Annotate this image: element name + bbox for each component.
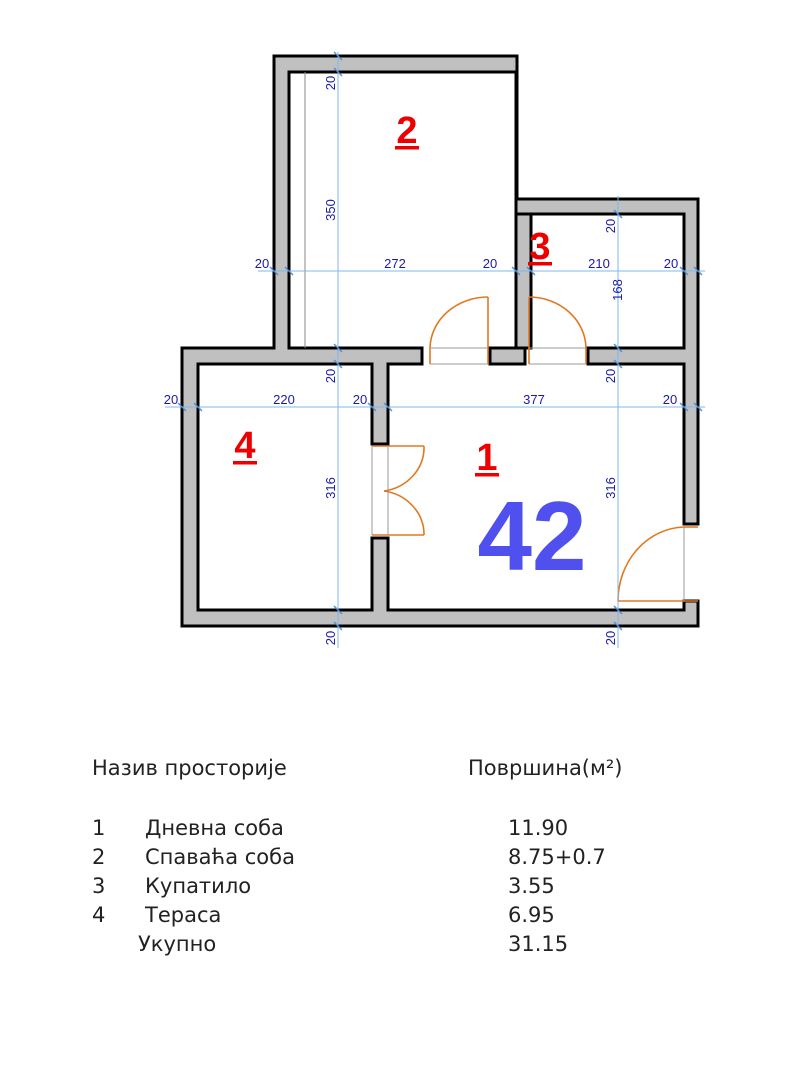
room-number: 2 xyxy=(92,845,106,869)
header-area: Површина(м²) xyxy=(468,756,623,780)
header-room-name: Назив просторије xyxy=(92,756,287,780)
dimension-lines xyxy=(165,52,705,648)
dim-room3-height: 168 xyxy=(610,279,625,301)
dimension-labels: 20 350 20 272 20 210 20 20 168 20 20 20 … xyxy=(164,76,678,645)
room-area: 8.75+0.7 xyxy=(508,845,606,869)
dim-room4-width: 220 xyxy=(273,392,295,407)
door-room-2 xyxy=(429,296,489,365)
room-area: 3.55 xyxy=(508,874,555,898)
room-label-4: 4 xyxy=(234,425,255,467)
walls xyxy=(180,54,700,628)
door-entrance xyxy=(617,526,698,602)
room-name: Тераса xyxy=(145,903,222,927)
room-label-2: 2 xyxy=(396,110,417,152)
dimension-ticks xyxy=(177,51,703,631)
floor-plan: 20 350 20 272 20 210 20 20 168 20 20 20 … xyxy=(164,51,705,648)
room-label-2-underline xyxy=(395,146,419,150)
room-label-1-underline xyxy=(475,473,499,477)
dim-room1-height: 316 xyxy=(603,477,618,499)
dim-row1-left-wall: 20 xyxy=(255,256,269,271)
doors xyxy=(371,296,698,602)
dim-row1-right-wall: 20 xyxy=(664,256,678,271)
room-label-1: 1 xyxy=(476,437,497,479)
total-area: 31.15 xyxy=(508,932,569,956)
dim-room4-height: 316 xyxy=(323,477,338,499)
room-number: 4 xyxy=(92,903,106,927)
dim-row1-mid-wall: 20 xyxy=(483,256,497,271)
room-area: 6.95 xyxy=(508,903,555,927)
room-area: 11.90 xyxy=(508,816,569,840)
dim-room3-width: 210 xyxy=(588,256,610,271)
room-number: 1 xyxy=(92,816,106,840)
dim-room3-top-wall: 20 xyxy=(603,219,618,233)
room-label-3-underline xyxy=(528,262,552,266)
unit-number: 42 xyxy=(477,481,586,591)
dim-room2-height: 350 xyxy=(323,199,338,221)
room-name: Купатило xyxy=(145,874,252,898)
dim-room1-width: 377 xyxy=(523,392,545,407)
dim-row2-right-wall: 20 xyxy=(663,392,677,407)
total-label: Укупно xyxy=(138,932,217,956)
dim-bottom-wall-right: 20 xyxy=(603,631,618,645)
door-room-3 xyxy=(528,296,587,365)
dim-room2-width: 272 xyxy=(384,256,406,271)
room-name: Дневна соба xyxy=(145,816,284,840)
room-label-4-underline xyxy=(233,461,257,465)
dim-mid-wall-right: 20 xyxy=(603,369,618,383)
dim-row2-left-wall: 20 xyxy=(164,392,178,407)
room-name: Спаваћа соба xyxy=(145,845,295,869)
dim-mid-wall-left: 20 xyxy=(323,369,338,383)
dim-bottom-wall-left: 20 xyxy=(323,631,338,645)
door-terrace xyxy=(371,445,425,536)
room-label-3: 3 xyxy=(529,226,550,268)
dim-row2-mid-wall: 20 xyxy=(353,392,367,407)
room-labels: 2 3 4 1 xyxy=(233,110,552,479)
room-number: 3 xyxy=(92,874,106,898)
dim-room2-top-wall: 20 xyxy=(323,76,338,90)
